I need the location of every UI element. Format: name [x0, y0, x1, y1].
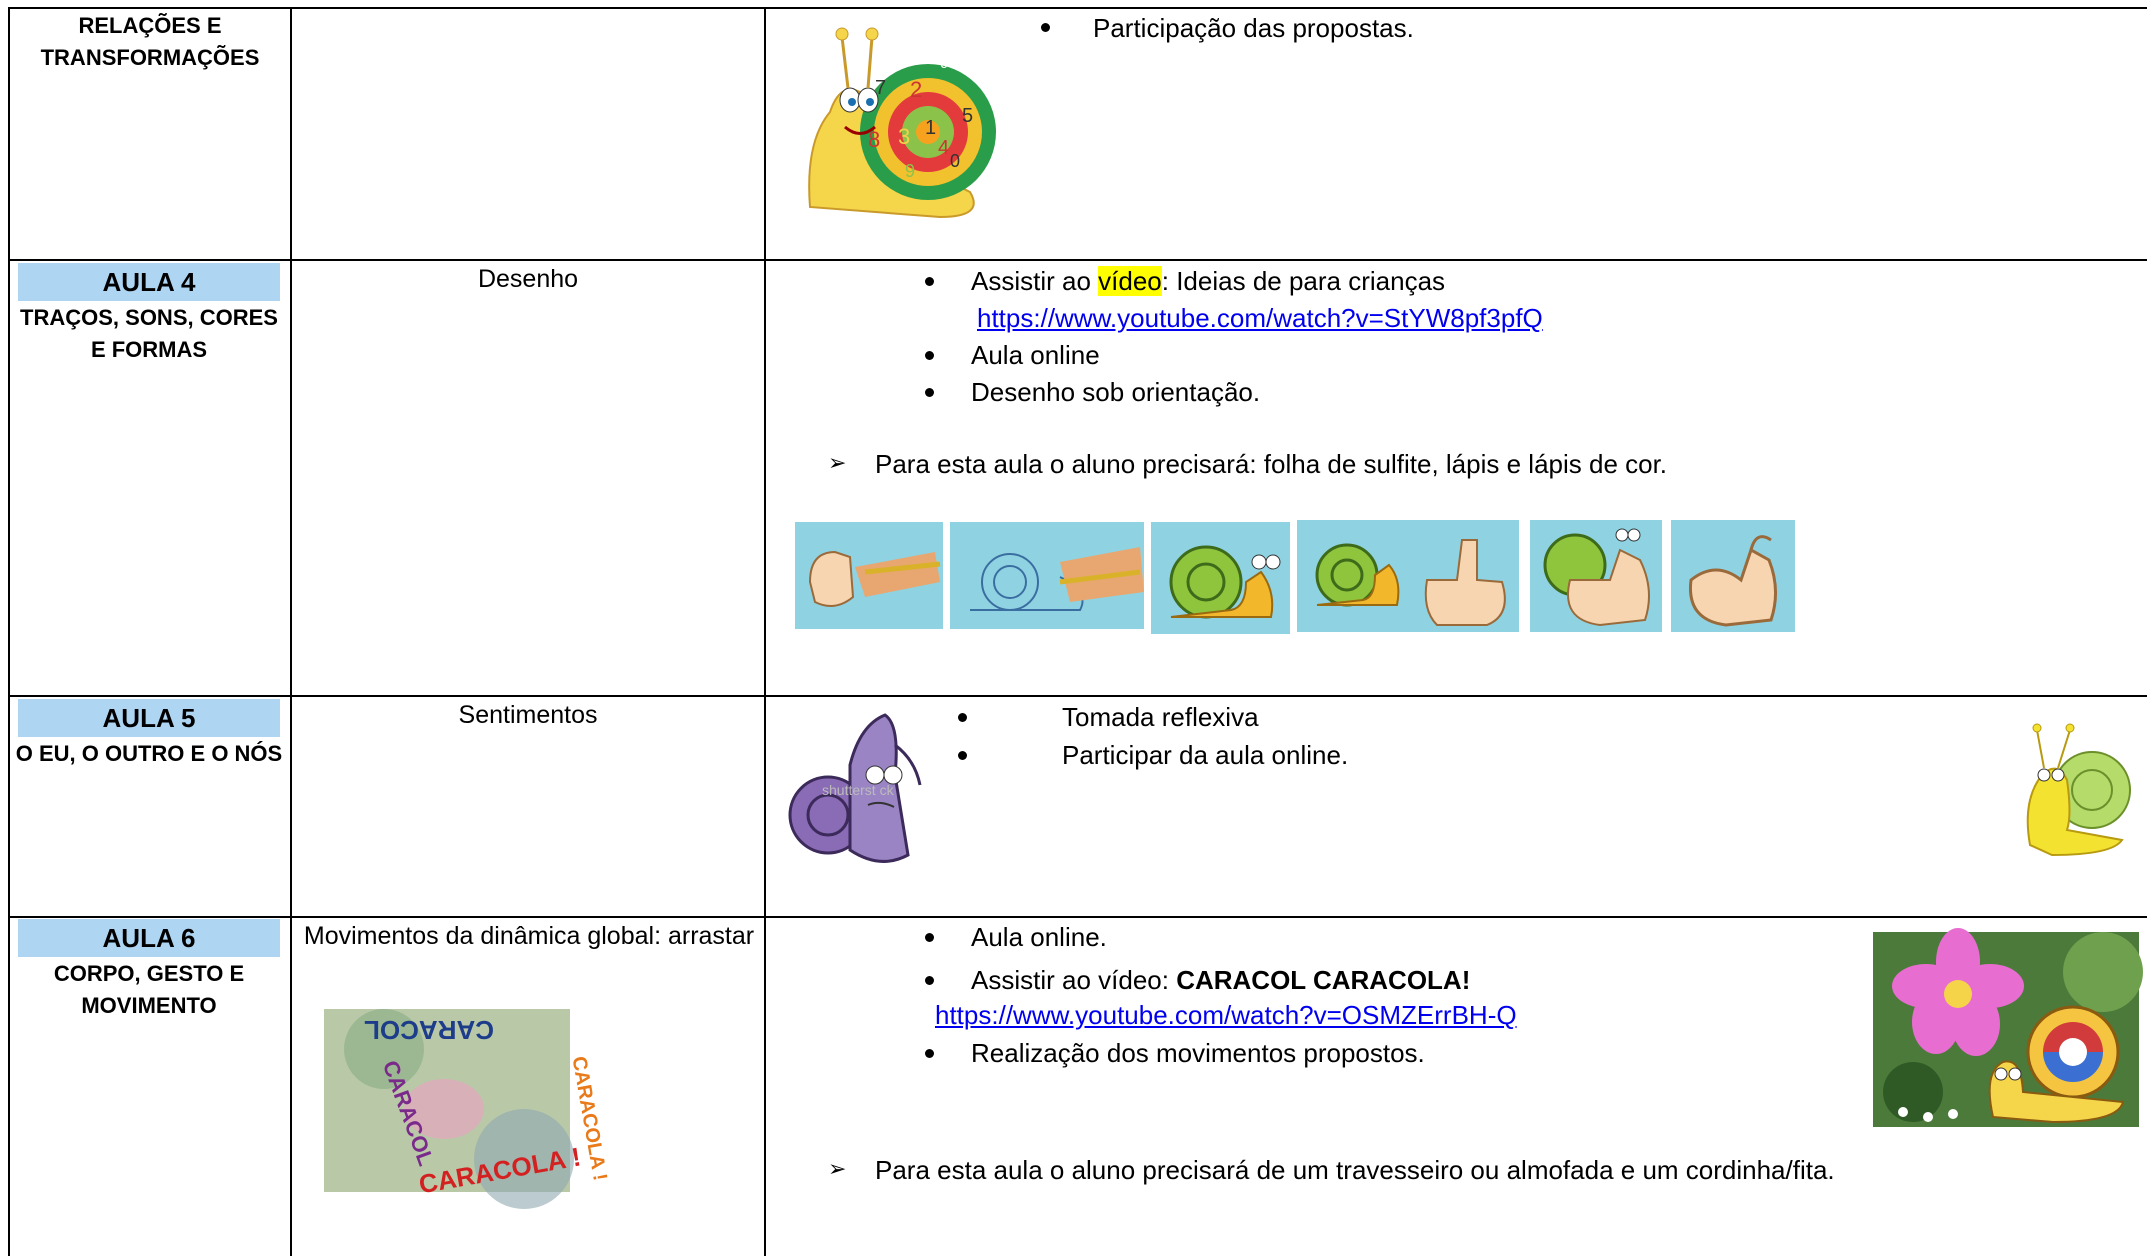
snail-number: 1	[925, 117, 936, 139]
row-aula-4: AULA 4 TRAÇOS, SONS, CORES E FORMAS Dese…	[18, 263, 1795, 634]
topic-label: Desenho	[477, 265, 579, 293]
row-divider	[8, 916, 2147, 918]
snail-number: 4	[938, 137, 949, 159]
snail-number: 5	[962, 105, 973, 127]
text-span: Assistir ao	[971, 266, 1099, 296]
video-link-text[interactable]: https://www.youtube.com/watch?v=StYW8pf3…	[977, 303, 1543, 333]
snail-number: 8	[868, 127, 880, 152]
video-link[interactable]: https://www.youtube.com/watch?v=OSMZErrB…	[935, 997, 1517, 1033]
row-divider	[8, 695, 2147, 697]
text-span: : Ideias de para crianças	[1161, 266, 1446, 296]
snail-number: 2	[910, 77, 922, 102]
drawing-step-image	[950, 522, 1144, 629]
drawing-step-image	[1671, 520, 1795, 632]
snail-number: 9	[905, 161, 915, 181]
unit-subtitle: TRAÇOS, SONS, CORES E FORMAS	[20, 305, 278, 362]
highlighted-word: vídeo	[1098, 266, 1162, 296]
bullet-dot	[925, 388, 934, 397]
bullet-dot	[958, 751, 967, 760]
col-divider	[290, 7, 292, 1256]
bullet-text: Aula online	[971, 340, 1100, 370]
arrow-bullet-icon: ➢	[828, 450, 847, 475]
purple-snail-image: shutterst ck	[788, 713, 922, 863]
arrow-bullet-icon: ➢	[828, 1156, 847, 1181]
bullet-text: Participar da aula online.	[1062, 740, 1349, 770]
watermark-text: shutterst ck	[822, 782, 895, 798]
col-divider	[764, 7, 766, 1256]
bold-title: CARACOL CARACOLA!	[1176, 965, 1471, 995]
unit-title: AULA 6	[18, 919, 280, 957]
bullet-dot	[925, 1049, 934, 1058]
yellow-snail-image	[2026, 723, 2131, 857]
col-divider	[8, 7, 10, 1256]
bullet-text: Desenho sob orientação.	[971, 377, 1261, 407]
snail-number: 3	[898, 124, 910, 149]
video-link[interactable]: https://www.youtube.com/watch?v=StYW8pf3…	[977, 300, 1543, 336]
topic-label: Sentimentos	[458, 701, 598, 729]
topic-label: Movimentos da dinâmica global: arrastar	[303, 922, 755, 950]
bullet-text: Tomada reflexiva	[1062, 702, 1259, 732]
row-aula-5: AULA 5 O EU, O OUTRO E O NÓS Sentimentos…	[15, 699, 2131, 863]
snail-number: 7	[875, 77, 886, 99]
video-link-text[interactable]: https://www.youtube.com/watch?v=OSMZErrB…	[935, 1000, 1517, 1030]
snail-number: 6	[940, 55, 948, 71]
bullet-dot	[925, 277, 934, 286]
unit-subtitle: CORPO, GESTO E MOVIMENTO	[53, 961, 245, 1018]
row-divider	[8, 259, 2147, 261]
flower-snail-image	[1873, 928, 2143, 1127]
materials-note: Para esta aula o aluno precisará: folha …	[875, 449, 1668, 479]
bullet-text: Realização dos movimentos propostos.	[971, 1038, 1425, 1068]
snail-number: 0	[950, 151, 960, 171]
materials-note: Para esta aula o aluno precisará de um t…	[875, 1155, 1835, 1185]
row-1: RELAÇÕES E TRANSFORMAÇÕES 7 2 6 1 5 8 3 …	[0, 0, 2147, 259]
drawing-step-image	[795, 522, 943, 629]
drawing-step-image	[1530, 520, 1662, 632]
caracol-caracola-image: CARACOL CARACOLA ! CARACOL CARACOLA !	[324, 1009, 611, 1209]
unit-subtitle: O EU, O OUTRO E O NÓS	[15, 741, 283, 766]
drawing-step-image	[1297, 520, 1519, 632]
unit-title: AULA 5	[18, 699, 280, 737]
unit-subtitle: RELAÇÕES E TRANSFORMAÇÕES	[40, 13, 260, 70]
bullet-dot	[925, 976, 934, 985]
bullet-text: Assistir ao vídeo: Ideias de para crianç…	[971, 263, 1445, 299]
bullet-dot	[925, 933, 934, 942]
bullet-dot	[925, 351, 934, 360]
bullet-dot	[1041, 23, 1050, 32]
image-word: CARACOL	[364, 1015, 494, 1045]
drawing-step-image	[1151, 522, 1290, 634]
unit-title: AULA 4	[18, 263, 280, 301]
bullet-dot	[958, 713, 967, 722]
bullet-text: Participação das propostas.	[1093, 13, 1414, 43]
text-span: Assistir ao vídeo:	[971, 965, 1177, 995]
numbered-snail-image: 7 2 6 1 5 8 3 4 9 0	[808, 27, 996, 219]
bullet-text: Assistir ao vídeo: CARACOL CARACOLA!	[971, 962, 1470, 998]
bullet-text: Aula online.	[971, 922, 1107, 952]
table-top-border	[8, 7, 2147, 9]
